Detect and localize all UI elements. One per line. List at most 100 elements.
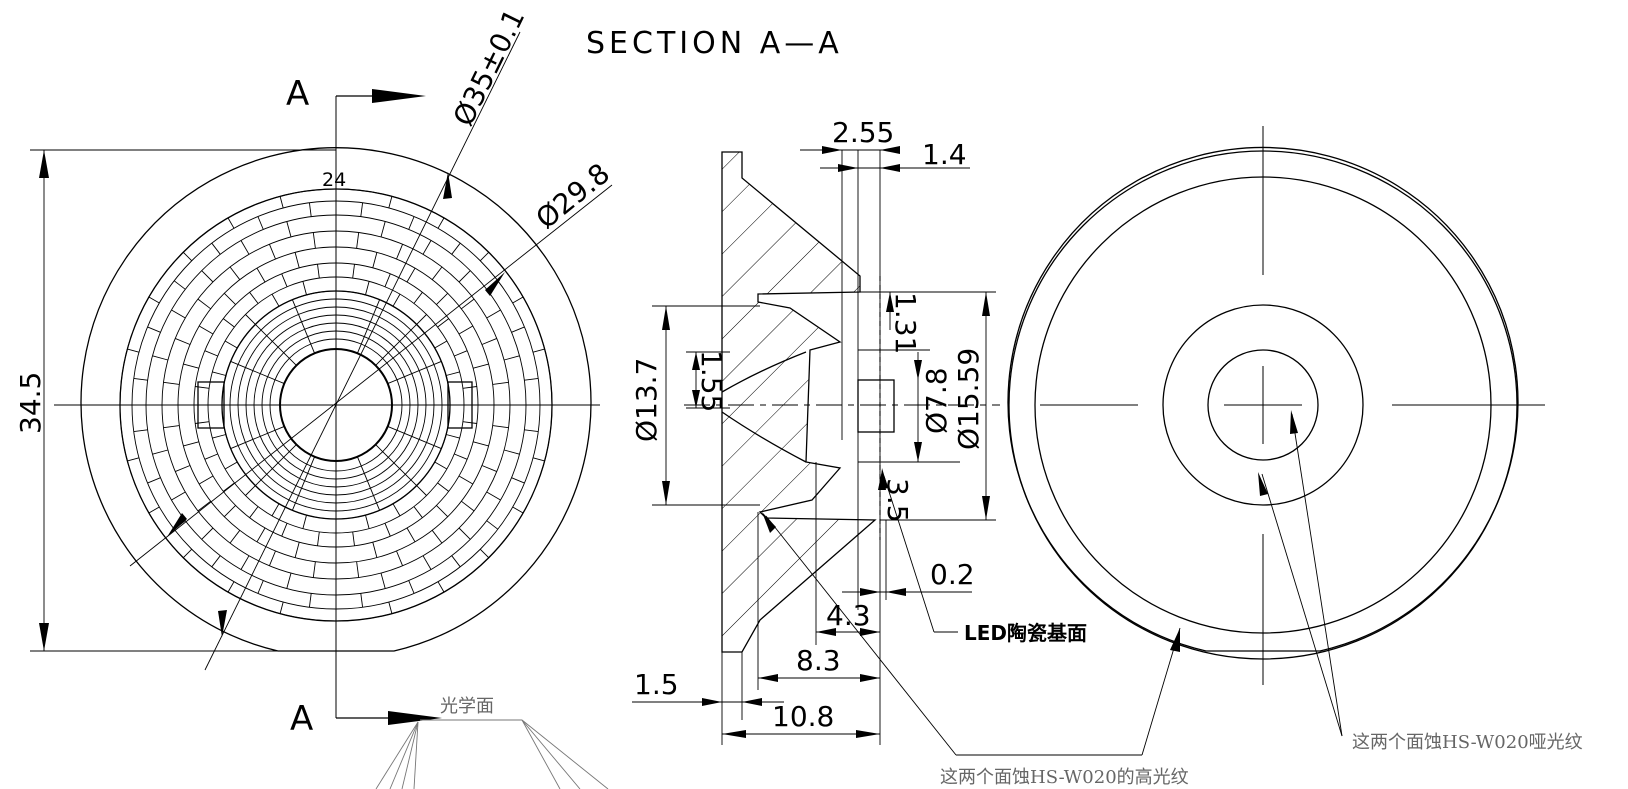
facet-edge xyxy=(406,527,416,543)
facet-count-label: 24 xyxy=(322,169,346,191)
facet-edge xyxy=(257,580,264,594)
facet-edge xyxy=(224,340,238,349)
facet-edge xyxy=(473,363,489,369)
height-dim-label: 34.5 xyxy=(14,372,47,434)
facet-edge xyxy=(511,326,525,333)
facet-edge xyxy=(212,371,227,376)
facet-edge xyxy=(302,281,307,296)
facet-edge xyxy=(408,580,415,594)
facet-edge xyxy=(268,550,276,566)
dim-15-59: Ø15.59 xyxy=(952,348,985,450)
facet-edge xyxy=(223,318,235,328)
facet-edge xyxy=(416,485,427,496)
facet-edge xyxy=(406,267,416,283)
facet-edge xyxy=(436,292,449,305)
dim-13-7: Ø13.7 xyxy=(630,358,663,442)
facet-edge xyxy=(503,449,520,455)
facet-edge xyxy=(281,523,288,537)
inner-dia-arrow-1 xyxy=(485,272,505,296)
optical-face-note: 光学面 xyxy=(440,696,494,717)
facet-edge xyxy=(223,505,236,518)
facet-edge xyxy=(211,555,221,568)
facet-edge xyxy=(147,477,161,484)
facet-edge xyxy=(451,555,461,568)
facet-edge xyxy=(256,527,266,543)
facet-edge xyxy=(204,453,218,460)
facet-edge xyxy=(152,355,169,361)
facet-edge xyxy=(204,350,218,357)
facet-edge xyxy=(372,542,378,558)
led-base-note: LED陶瓷基面 xyxy=(964,621,1087,645)
facet-edge xyxy=(312,561,316,578)
facet-edge xyxy=(240,240,250,255)
inner-dia-leader xyxy=(129,184,613,567)
facet-edge xyxy=(392,293,401,307)
facet-edge xyxy=(479,251,490,262)
facet-edge xyxy=(294,252,300,268)
led-cavity xyxy=(857,379,895,433)
facet-edge xyxy=(458,325,474,335)
facet-edge xyxy=(308,202,312,217)
facet-edge xyxy=(197,500,211,512)
facet-edge xyxy=(356,561,360,578)
facet-edge xyxy=(195,421,210,424)
facet-edge xyxy=(365,281,370,296)
facet-edge xyxy=(380,221,386,238)
facet-edge xyxy=(445,434,460,439)
inner-dia-arrow-2 xyxy=(167,513,187,537)
section-mark-top: A xyxy=(286,74,309,114)
facet-edge xyxy=(302,514,307,529)
facet-edge xyxy=(171,491,186,501)
facet-edge xyxy=(175,337,191,345)
outer-dia-leader xyxy=(204,31,521,671)
led-base-leader xyxy=(883,475,935,633)
facet-edge xyxy=(201,270,214,283)
facet-edge xyxy=(148,506,160,514)
dim-1-31: 1.31 xyxy=(889,292,922,354)
facet-edge xyxy=(416,314,427,325)
facet-edge xyxy=(279,601,284,614)
height-arrow-top xyxy=(39,150,49,178)
facet-edge xyxy=(127,348,140,353)
facet-edge xyxy=(437,217,445,229)
dim-1-5: 1.5 xyxy=(634,668,679,701)
back-ring-circle xyxy=(1162,304,1364,506)
matte-note: 这两个面蚀HS-W020哑光纹 xyxy=(1352,732,1583,753)
facet-edge xyxy=(360,202,364,217)
section-view: 2.55 1.4 1.31 1.55 Ø13.7 Ø7.8 xyxy=(630,116,1087,745)
facet-edge xyxy=(486,491,501,501)
facet-edge xyxy=(388,601,393,614)
facet-edge xyxy=(431,530,443,544)
facet-edge xyxy=(486,309,501,319)
facet-edge xyxy=(198,325,214,335)
facet-edge xyxy=(195,386,210,389)
glossy-note: 这两个面蚀HS-W020的高光纹 xyxy=(940,767,1189,788)
height-arrow-bottom xyxy=(39,623,49,651)
facet-edge xyxy=(279,196,284,209)
facet-edge xyxy=(396,244,404,260)
facet-edge xyxy=(201,527,214,540)
facet-edge xyxy=(133,429,148,433)
facet-edge xyxy=(461,500,475,512)
back-inner-circle xyxy=(1207,349,1319,461)
inner-dia-label: Ø29.8 xyxy=(530,157,616,236)
section-arrow-top xyxy=(372,89,426,103)
facet-edge xyxy=(445,371,460,376)
facet-edge xyxy=(152,449,169,455)
inner-radial-line xyxy=(356,299,381,354)
facet-edge xyxy=(198,475,214,485)
facet-edge xyxy=(127,457,140,462)
facet-edge xyxy=(212,434,227,439)
dim-1-4: 1.4 xyxy=(922,138,967,171)
facet-edge xyxy=(511,477,525,484)
facet-edge xyxy=(462,386,477,389)
facet-edge xyxy=(422,240,432,255)
facet-edge xyxy=(211,242,221,255)
inner-radial-line xyxy=(387,425,442,450)
facet-edge xyxy=(454,453,468,460)
facet-edge xyxy=(229,530,241,544)
facet-edge xyxy=(532,457,545,462)
facet-edge xyxy=(197,298,211,310)
facet-edge xyxy=(133,377,148,381)
facet-edge xyxy=(434,461,448,470)
